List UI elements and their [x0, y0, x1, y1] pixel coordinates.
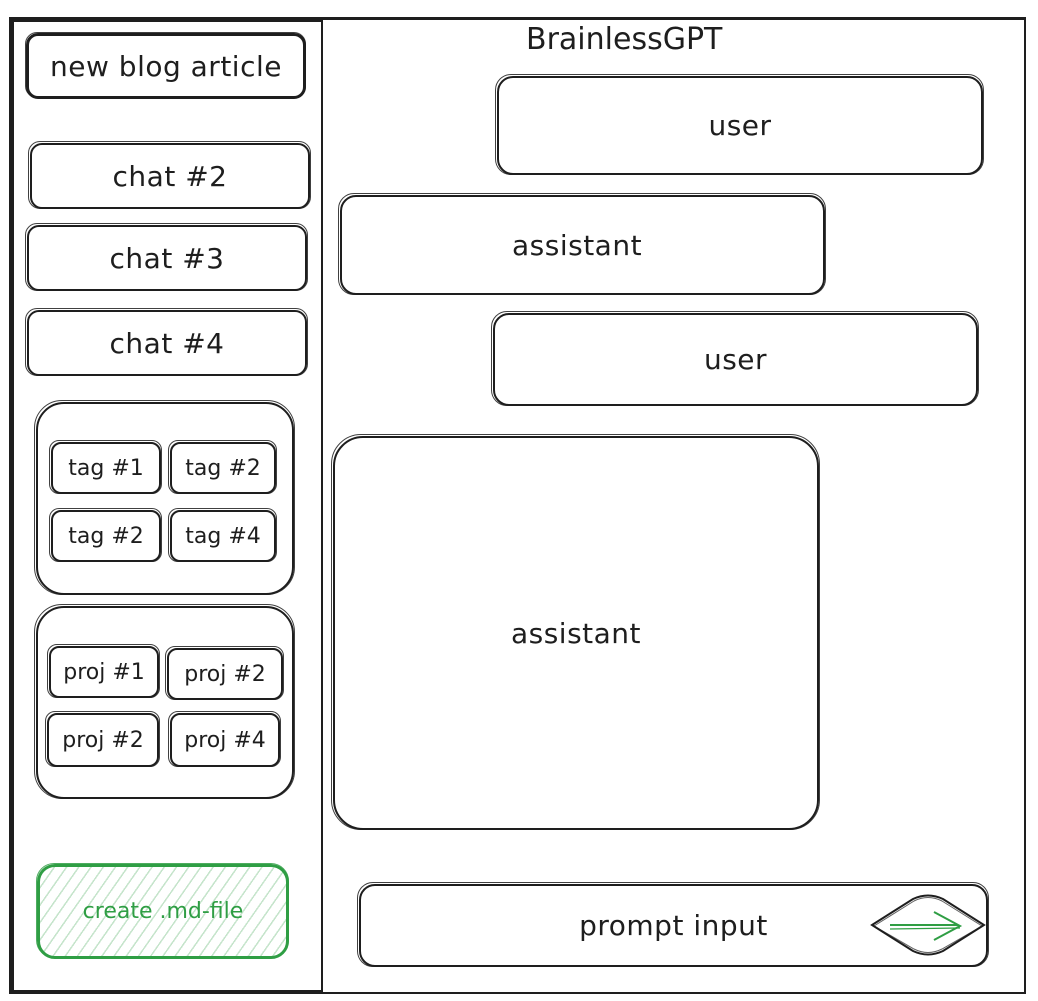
- create-md-file-button[interactable]: create .md-file: [36, 863, 289, 959]
- project-chip[interactable]: proj #2: [45, 711, 160, 767]
- sidebar-item-chat-3[interactable]: chat #3: [25, 223, 308, 291]
- new-blog-article-button[interactable]: new blog article: [25, 32, 306, 99]
- tag-chip[interactable]: tag #2: [49, 508, 162, 562]
- tag-chip[interactable]: tag #1: [49, 440, 162, 494]
- project-chip[interactable]: proj #1: [47, 644, 160, 698]
- prompt-input[interactable]: prompt input: [357, 882, 989, 967]
- sidebar-item-chat-4[interactable]: chat #4: [25, 308, 308, 376]
- message-user: user: [495, 74, 984, 175]
- message-user: user: [491, 311, 979, 406]
- tags-panel: [34, 400, 295, 595]
- arrow-right-icon[interactable]: [868, 890, 988, 960]
- app-window: [9, 17, 1026, 994]
- project-chip[interactable]: proj #4: [168, 711, 281, 767]
- message-assistant: assistant: [338, 193, 826, 295]
- tag-chip[interactable]: tag #4: [168, 508, 277, 562]
- project-chip[interactable]: proj #2: [165, 646, 284, 700]
- tag-chip[interactable]: tag #2: [168, 440, 277, 494]
- projects-panel: [34, 604, 295, 799]
- app-title: BrainlessGPT: [526, 22, 723, 57]
- message-assistant: assistant: [331, 434, 820, 830]
- sidebar: [11, 19, 323, 992]
- sidebar-item-chat-2[interactable]: chat #2: [28, 141, 311, 209]
